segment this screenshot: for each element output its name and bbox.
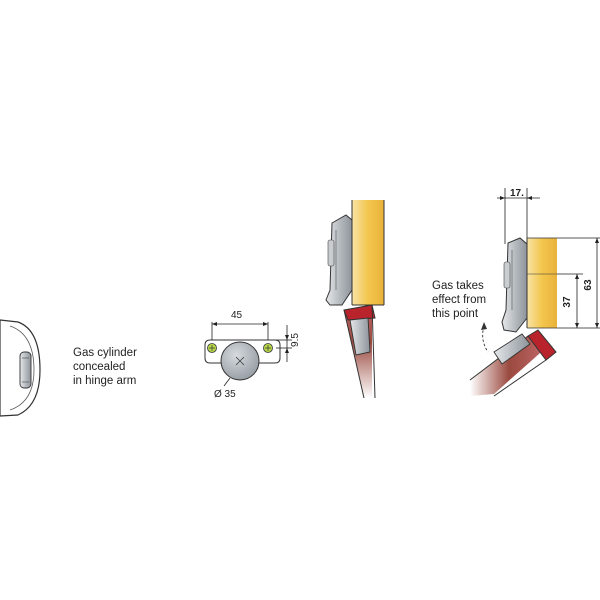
gas-effect-label-line3: this point xyxy=(432,308,479,320)
dimension-37: 37 xyxy=(562,296,573,308)
gas-cylinder-detail: Gas cylinder concealed in hinge arm xyxy=(0,319,137,417)
gas-effect-arrow-icon xyxy=(482,325,489,353)
gas-cylinder-icon xyxy=(19,351,32,389)
gas-cylinder-label-line3: in hinge arm xyxy=(73,375,136,387)
gas-effect-label-line2: effect from xyxy=(432,294,486,306)
gas-cylinder-label-line1: Gas cylinder xyxy=(73,347,137,359)
dimension-9-5: 9.5 xyxy=(290,333,301,347)
dimension-45: 45 xyxy=(231,310,243,321)
gas-effect-label-line1: Gas takes xyxy=(432,280,484,292)
gas-cylinder-label-line2: concealed xyxy=(73,361,125,373)
hinge-cup-drawing: 45 9.5 Ø 35 xyxy=(204,310,301,400)
dimension-diameter-35: Ø 35 xyxy=(214,389,236,400)
dimension-17: 17. xyxy=(510,188,524,199)
hinge-open-view xyxy=(325,200,385,399)
hinge-closing-view: 17. 37 63 Gas takes effect from xyxy=(432,188,600,397)
dimension-63: 63 xyxy=(583,279,594,291)
